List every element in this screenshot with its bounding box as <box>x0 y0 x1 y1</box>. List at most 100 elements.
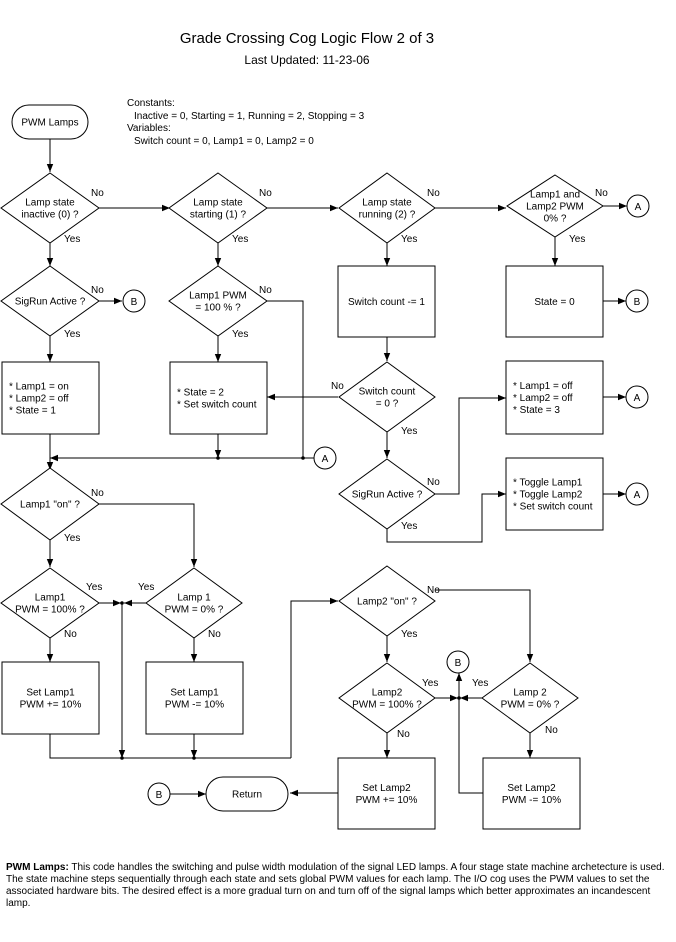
arrow-head <box>330 204 338 212</box>
decision-lamp2-pwm-100 <box>338 662 436 734</box>
diagram-title: Grade Crossing Cog Logic Flow 2 of 3 <box>180 30 434 47</box>
description-body: This code handles the switching and puls… <box>6 862 665 909</box>
process-lamp2-dec-text: Set Lamp2 <box>507 783 556 794</box>
arrow-head <box>290 789 298 797</box>
branch-label-yes: Yes <box>64 533 80 544</box>
arrow-head <box>619 202 627 210</box>
decision-lamp2-pwm-0-text: PWM = 0% ? <box>501 700 560 711</box>
branch-label-yes: Yes <box>86 582 102 593</box>
connector-b-label: B <box>156 790 163 801</box>
process-switch-dec <box>337 265 436 338</box>
arrow-head <box>498 204 506 212</box>
process-lamp1-dec-text: Set Lamp1 <box>170 688 219 699</box>
arrow-head <box>618 297 626 305</box>
decision-lamp1-on-text: Lamp1 "on" ? <box>20 500 80 511</box>
branch-label-yes: Yes <box>401 234 417 245</box>
decision-lamp1-pwm-0-text: Lamp 1 <box>177 593 211 604</box>
decision-lamp1-pwm-100b-text: Lamp1 <box>35 593 66 604</box>
terminal-end <box>205 776 289 812</box>
decision-lamp2-on-text: Lamp2 "on" ? <box>357 597 417 608</box>
decision-sigrun-active-2-text: SigRun Active ? <box>352 490 423 501</box>
branch-label-yes: Yes <box>138 582 154 593</box>
flow-line <box>386 493 506 543</box>
process-state-two-text: * State = 2 <box>177 388 224 399</box>
decision-lamp-inactive <box>0 172 100 244</box>
arrow-head <box>383 258 391 266</box>
process-state-two-text: * Set switch count <box>177 400 257 411</box>
decision-lamp1-pwm-0-text: PWM = 0% ? <box>165 605 224 616</box>
arrow-head <box>383 353 391 361</box>
arrow-head <box>618 393 626 401</box>
branch-label-yes: Yes <box>64 234 80 245</box>
connector-a <box>313 446 337 470</box>
arrow-head <box>383 750 391 758</box>
decision-lamps-pwm-zero-text: Lamp1 and <box>530 190 580 201</box>
process-init-lamps-text: * Lamp2 = off <box>9 394 69 405</box>
arrow-head <box>460 694 468 702</box>
process-lamp1-inc-text: PWM += 10% <box>20 700 82 711</box>
arrow-head <box>198 790 206 798</box>
decision-lamp1-pwm-0 <box>145 567 243 639</box>
process-lamp2-inc-text: PWM += 10% <box>356 795 418 806</box>
connector-b-label: B <box>131 297 138 308</box>
flow-line <box>49 734 291 759</box>
process-state-zero-text: State = 0 <box>534 297 575 308</box>
connector-b-label: B <box>634 297 641 308</box>
arrow-head <box>46 654 54 662</box>
connector-b-label: B <box>455 658 462 669</box>
branch-label-yes: Yes <box>472 678 488 689</box>
branch-label-yes: Yes <box>401 629 417 640</box>
arrow-head <box>190 654 198 662</box>
process-init-lamps-text: * State = 1 <box>9 406 56 417</box>
branch-label-no: No <box>427 585 440 596</box>
decision-lamp1-pwm-100-text: Lamp1 PWM <box>189 291 247 302</box>
branch-label-no: No <box>427 477 440 488</box>
decision-lamp2-pwm-100-text: Lamp2 <box>372 688 403 699</box>
process-lamp1-dec <box>145 661 244 735</box>
junction-dot <box>216 456 220 460</box>
flow-line <box>435 397 506 495</box>
connector-b <box>122 289 146 313</box>
branch-label-yes: Yes <box>569 234 585 245</box>
connector-a-label: A <box>634 490 641 501</box>
flow-line <box>267 300 304 458</box>
arrow-head <box>46 354 54 362</box>
arrow-head <box>330 597 338 605</box>
arrow-head <box>498 490 506 498</box>
junction-dot <box>192 756 196 760</box>
connector-b <box>446 650 470 674</box>
process-state-zero <box>505 265 604 338</box>
connector-a <box>626 194 650 218</box>
flow-line <box>290 600 338 758</box>
arrow-head <box>162 204 170 212</box>
branch-label-no: No <box>208 629 221 640</box>
process-toggle-text: * Set switch count <box>513 502 593 513</box>
connector-b <box>147 782 171 806</box>
decision-lamps-pwm-zero-text: Lamp2 PWM <box>526 202 584 213</box>
variables-text: Switch count = 0, Lamp1 = 0, Lamp2 = 0 <box>134 136 314 147</box>
constants-text: Inactive = 0, Starting = 1, Running = 2,… <box>134 111 365 122</box>
decision-switch-count-zero <box>338 361 436 433</box>
arrow-head <box>113 599 121 607</box>
decision-lamp1-on <box>0 467 100 541</box>
diagram-subtitle: Last Updated: 11-23-06 <box>244 53 370 67</box>
process-toggle <box>505 457 604 531</box>
connector-b <box>625 289 649 313</box>
connector-a <box>625 482 649 506</box>
process-lamp2-inc <box>337 757 436 830</box>
arrow-head <box>46 559 54 567</box>
decision-lamp2-on <box>338 565 436 637</box>
branch-label-no: No <box>259 188 272 199</box>
branch-label-no: No <box>595 188 608 199</box>
branch-label-yes: Yes <box>401 426 417 437</box>
decision-lamp2-pwm-0 <box>481 662 579 734</box>
junction-dot <box>301 456 305 460</box>
branch-label-no: No <box>259 285 272 296</box>
branch-label-yes: Yes <box>232 329 248 340</box>
branch-label-yes: Yes <box>64 329 80 340</box>
variables-header: Variables: <box>127 123 171 134</box>
decision-lamp-running <box>338 172 436 244</box>
junction-dot <box>120 756 124 760</box>
process-lamp1-dec-text: PWM -= 10% <box>165 700 224 711</box>
decision-lamp-starting-text: Lamp state <box>193 198 243 209</box>
